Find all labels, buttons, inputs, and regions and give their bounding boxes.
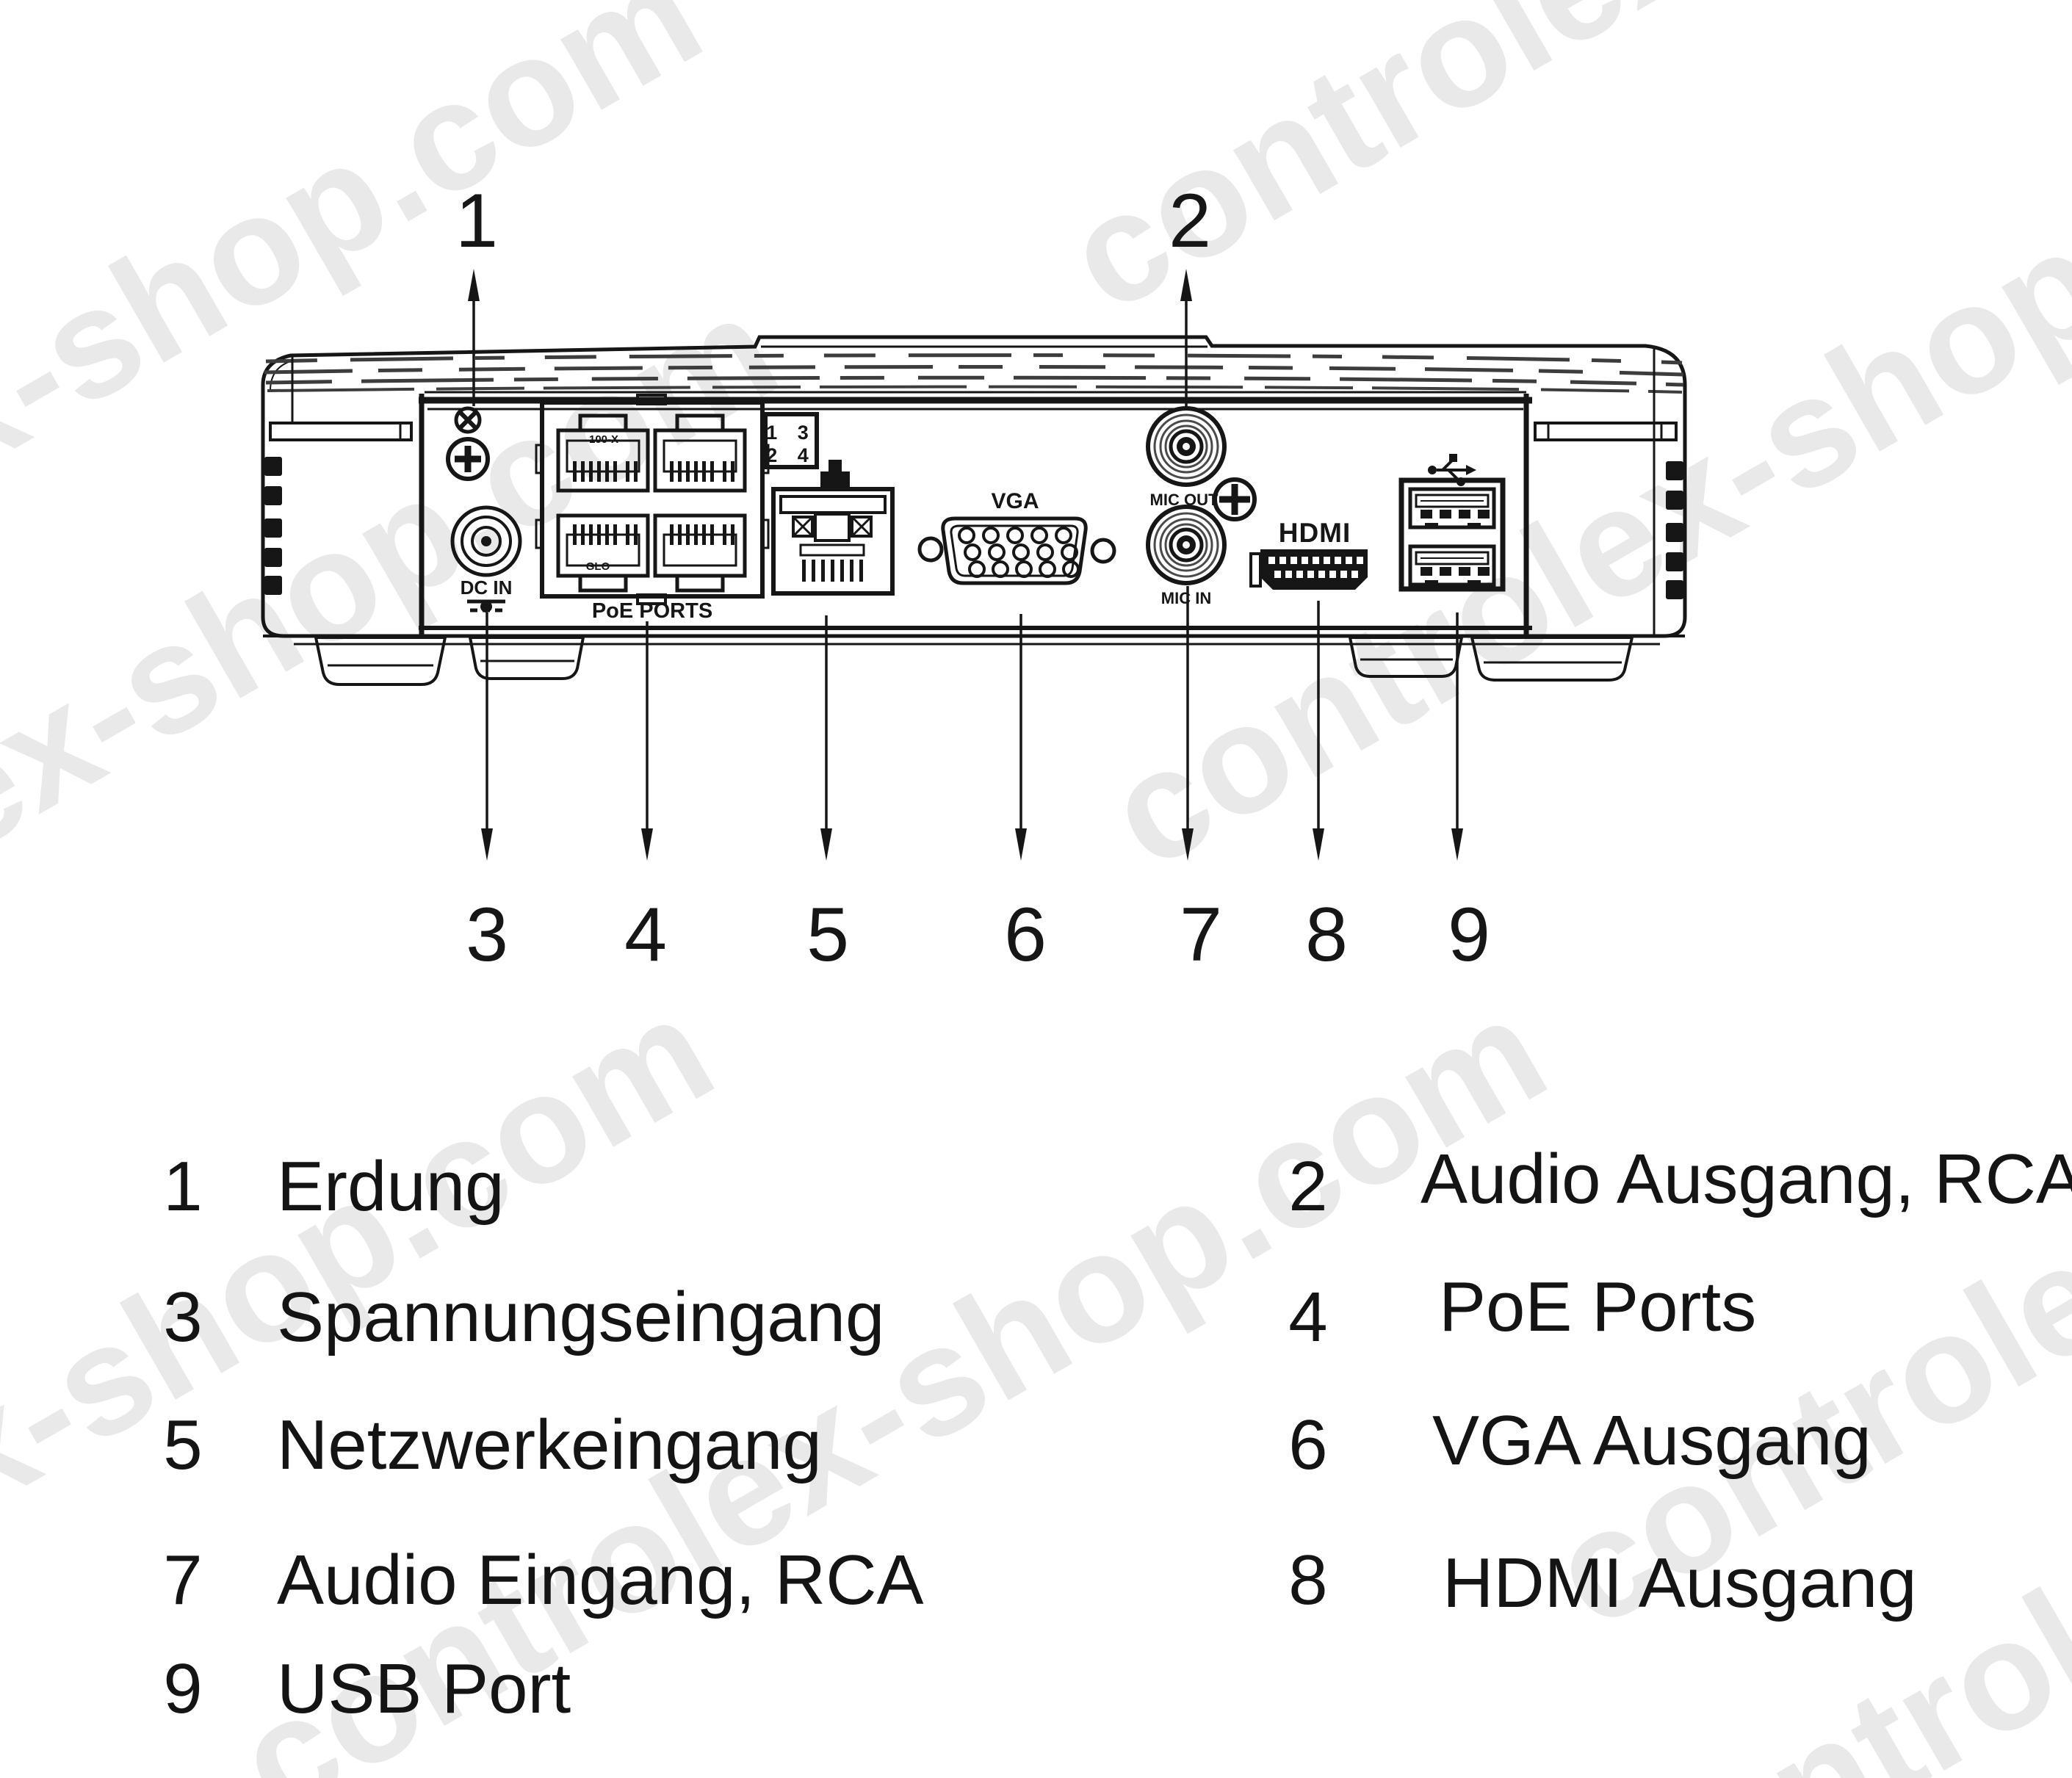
callout-arrow-7 (1182, 586, 1194, 861)
rj45-pins (573, 524, 638, 545)
vga-port: VGA (917, 489, 1116, 585)
poe-order-row1: 1 3 (766, 422, 816, 444)
legend-row: 2 Audio Ausgang, RCA (1288, 1140, 2072, 1226)
dc-in-label: DC IN (461, 577, 513, 599)
legend-row: 6 VGA Ausgang (1288, 1401, 1871, 1484)
dc-in-connector: DC IN (450, 505, 522, 612)
callout-number-2: 2 (1169, 178, 1211, 264)
callout-number-5: 5 (806, 892, 849, 977)
legend-row: 1 Erdung (163, 1147, 504, 1226)
right-vents (1666, 461, 1683, 599)
poe-rj45-port: GLO (556, 513, 650, 593)
callout-arrow-2 (1180, 269, 1192, 409)
legend-label: HDMI Ausgang (1443, 1544, 1917, 1622)
legend-row: 3 Spannungseingang (163, 1278, 884, 1356)
vga-label: VGA (991, 489, 1039, 513)
rj45-pins (802, 560, 863, 582)
callout-arrow-8 (1313, 601, 1324, 861)
poe-rj45-port (653, 513, 747, 593)
legend-num: 7 (163, 1541, 202, 1619)
mic-out-rca: MIC OUT (1146, 406, 1227, 509)
legend-label: PoE Ports (1439, 1268, 1756, 1346)
callout-number-3: 3 (466, 892, 508, 977)
legend-row: 8 HDMI Ausgang (1288, 1541, 1916, 1622)
rj45-pins (573, 461, 638, 482)
ethernet-plug-icon (820, 460, 850, 491)
panel-screw (1213, 477, 1257, 521)
usb-receptacle (1408, 487, 1496, 530)
legend-label: USB Port (277, 1649, 571, 1728)
callout-number-9: 9 (1448, 892, 1490, 977)
legend-num: 8 (1288, 1541, 1327, 1619)
rj45-pins (670, 524, 734, 545)
network-port (771, 460, 895, 596)
legend-num: 3 (163, 1278, 202, 1356)
legend-row: 5 Netzwerkeingang (163, 1406, 821, 1484)
dc-symbol (467, 599, 505, 612)
usb-ports (1398, 454, 1506, 592)
poe-ports-label: PoE PORTS (592, 599, 712, 623)
poe-rj45-port (653, 413, 747, 493)
legend-num: 4 (1288, 1278, 1327, 1356)
feet (314, 636, 1634, 686)
callout-arrow-6 (1015, 614, 1027, 861)
rj45-pins (670, 461, 734, 482)
mic-in-rca: MIC IN (1146, 505, 1227, 607)
hdmi-port: HDMI (1249, 518, 1368, 590)
poe-jack-label: 100-X (589, 433, 618, 446)
legend-num: 5 (163, 1406, 202, 1484)
legend-num: 1 (163, 1147, 202, 1226)
left-cap-details (264, 422, 413, 595)
legend-row: 4 PoE Ports (1288, 1268, 1756, 1356)
ground-screw (446, 406, 490, 481)
legend-num: 2 (1288, 1147, 1327, 1226)
top-face-streaks (264, 353, 1684, 394)
legend-row: 7 Audio Eingang, RCA (163, 1541, 923, 1619)
right-cap-details (1534, 422, 1683, 599)
callout-number-8: 8 (1305, 892, 1348, 977)
legend-label: Spannungseingang (277, 1278, 884, 1356)
left-vents (264, 457, 282, 595)
legend-label: Audio Ausgang, RCA (1421, 1140, 2072, 1218)
callout-arrow-3 (481, 612, 493, 861)
callout-number-1: 1 (455, 178, 498, 264)
callout-number-6: 6 (1004, 892, 1047, 977)
callout-number-4: 4 (624, 892, 667, 977)
callout-number-7: 7 (1180, 892, 1222, 977)
callout-arrow-9 (1451, 612, 1463, 861)
usb-receptacle (1408, 544, 1496, 587)
poe-rj45-port: 100-X (556, 413, 650, 493)
callout-arrow-4 (641, 621, 653, 861)
hdmi-pins (1268, 557, 1363, 578)
poe-ports-block: 100-X (535, 394, 770, 623)
legend-row: 9 USB Port (163, 1649, 571, 1728)
callout-arrow-1 (468, 269, 480, 406)
vga-pin-holes (958, 527, 1080, 578)
callout-arrow-5 (820, 615, 832, 861)
poe-order-row2: 2 4 (766, 444, 816, 466)
legend-label: Netzwerkeingang (277, 1406, 822, 1484)
hdmi-connector (1260, 549, 1368, 590)
callouts: 1 2 (455, 178, 1490, 977)
legend-label: Erdung (277, 1147, 505, 1226)
mic-in-label: MIC IN (1161, 589, 1211, 607)
legend-label: Audio Eingang, RCA (277, 1541, 924, 1619)
poe-order-box: 1 3 2 4 (763, 412, 819, 469)
hdmi-label: HDMI (1279, 518, 1351, 548)
port-screw-marks (792, 516, 873, 538)
nvr-chassis: DC IN (261, 335, 1687, 686)
legend-num: 6 (1288, 1406, 1327, 1484)
poe-jack-label: GLO (586, 560, 610, 573)
legend: 1 Erdung 3 Spannungseingang 5 Netzwerkei… (163, 1140, 2072, 1728)
legend-num: 9 (163, 1649, 202, 1728)
legend-label: VGA Ausgang (1432, 1401, 1871, 1480)
